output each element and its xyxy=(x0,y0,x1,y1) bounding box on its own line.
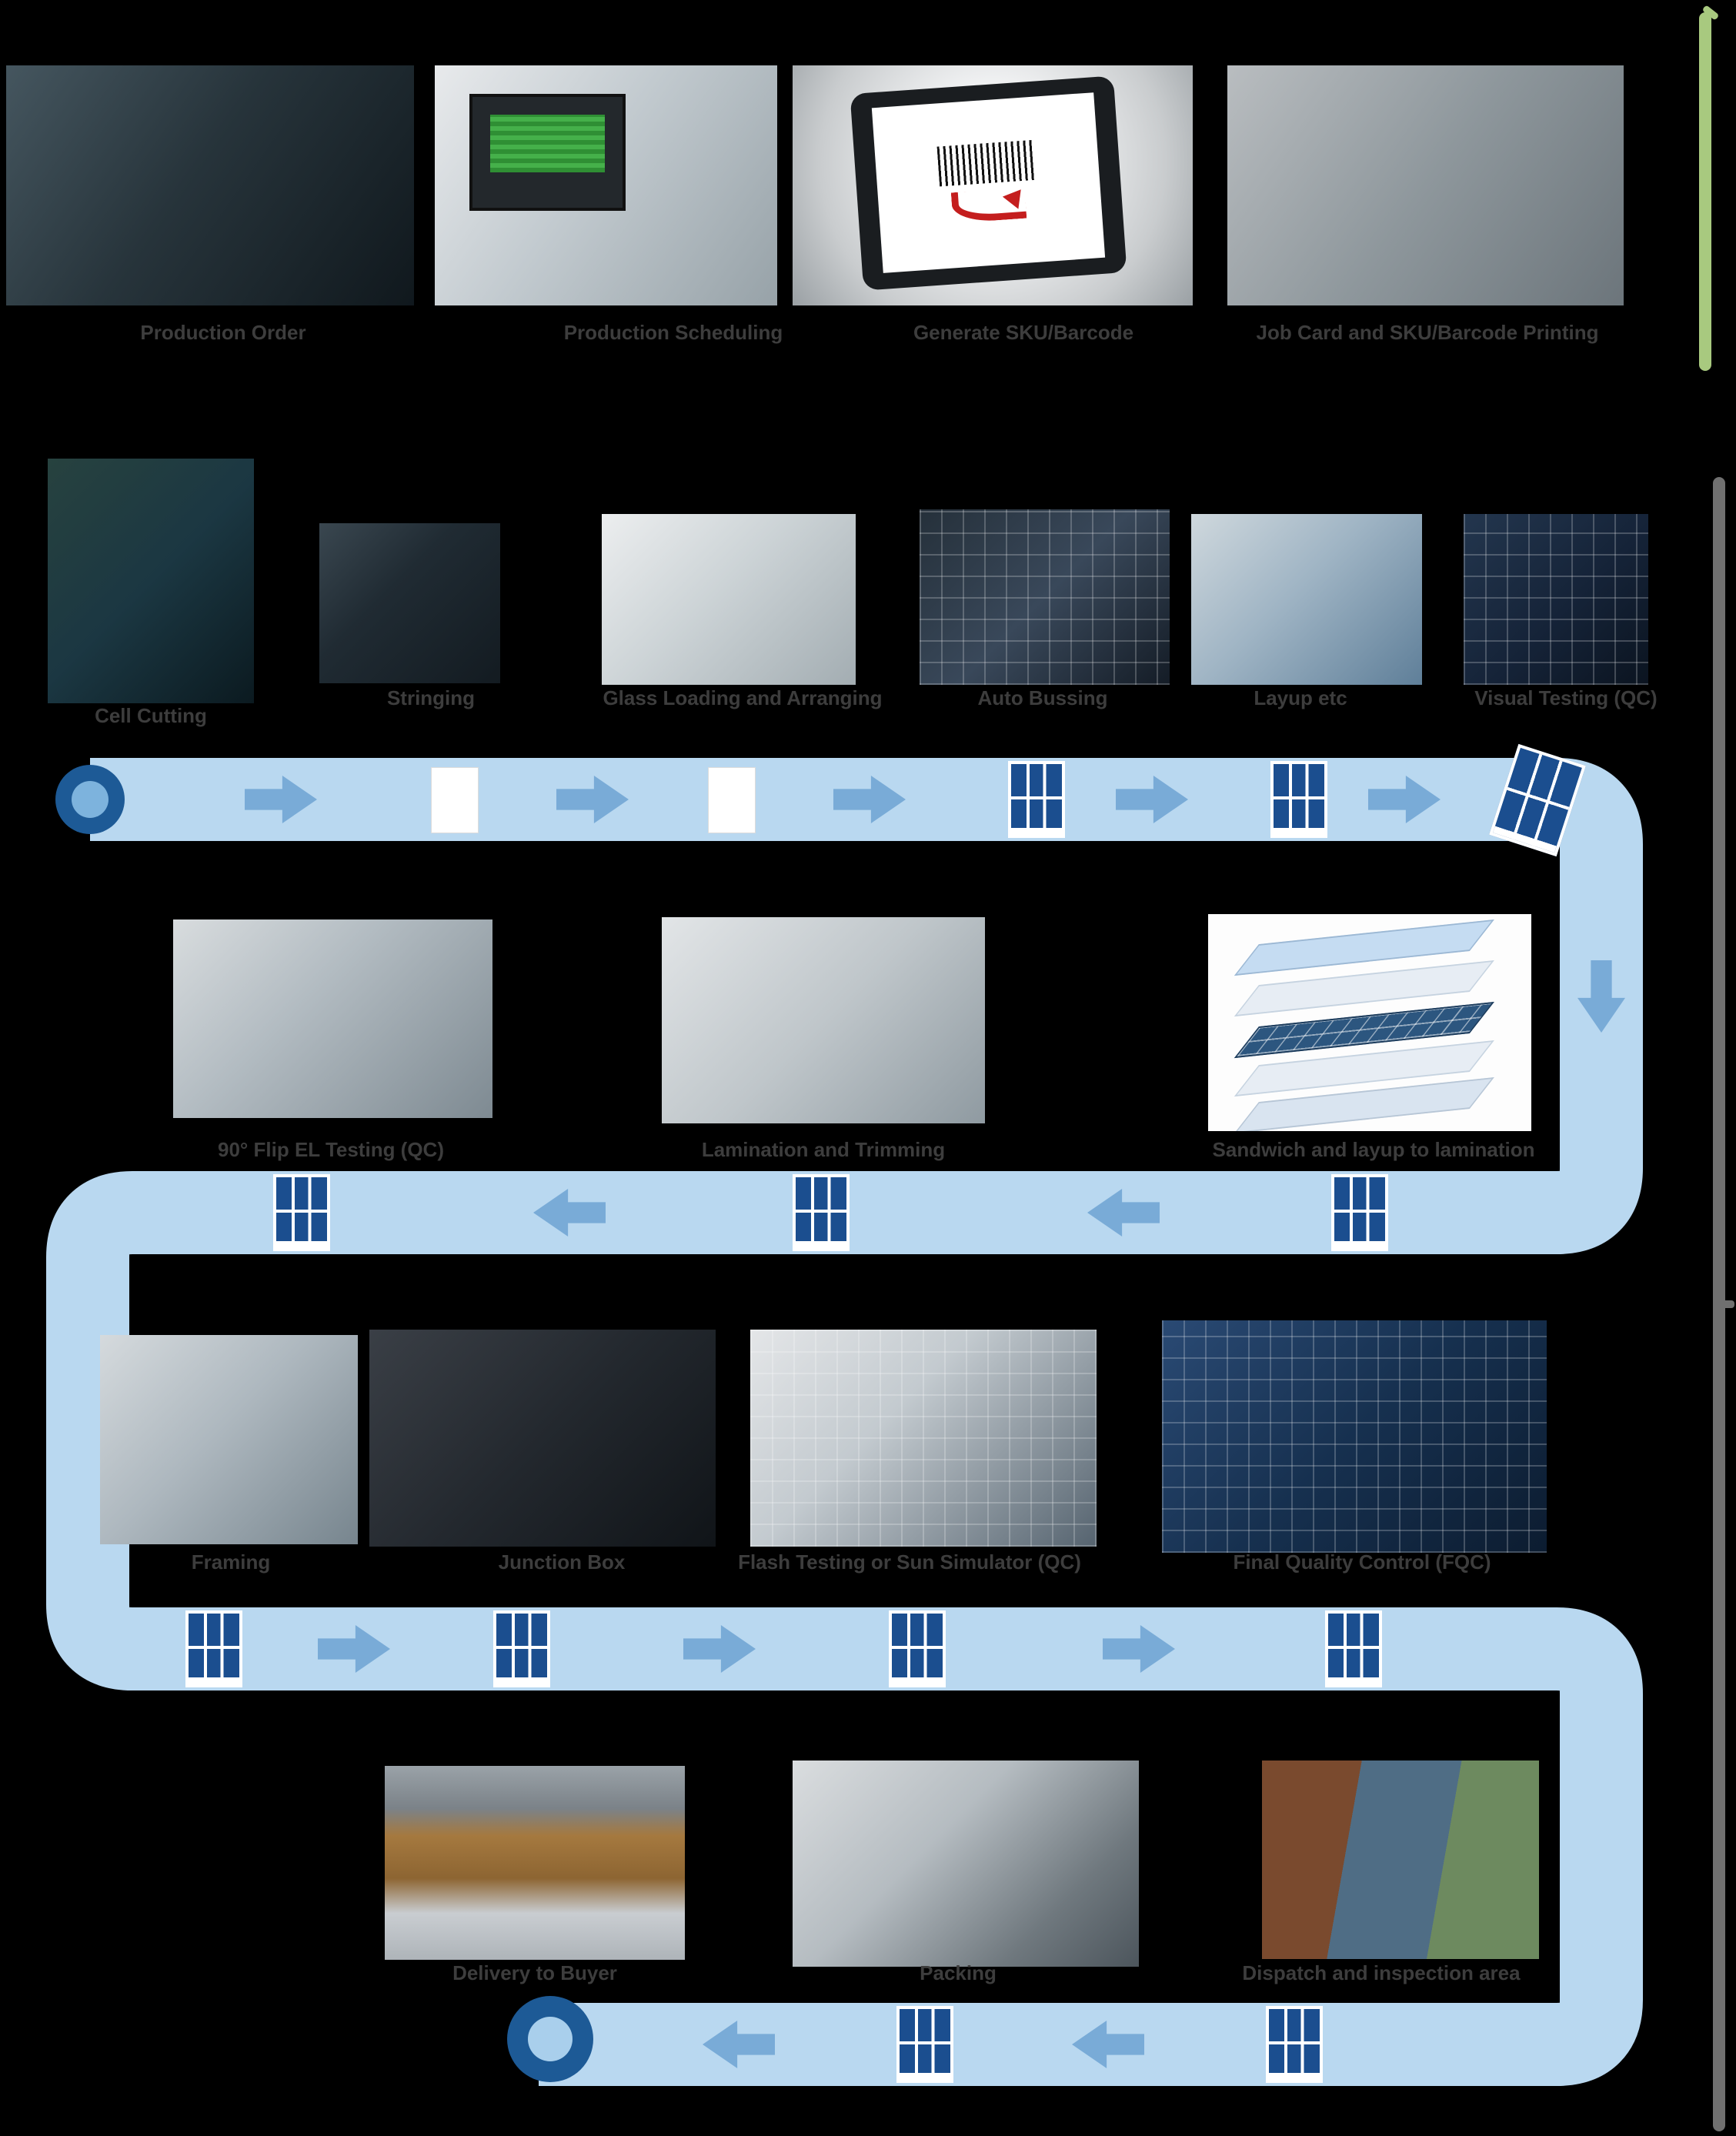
production-line-group-bracket xyxy=(1713,477,1734,2131)
solar-panel-icon xyxy=(493,1610,550,1687)
solar-panel-icon xyxy=(896,2006,953,2083)
tablet-icon xyxy=(850,75,1127,291)
schedule-chart-icon xyxy=(489,115,605,173)
photo-framing xyxy=(100,1335,358,1544)
step-label: Flash Testing or Sun Simulator (QC) xyxy=(738,1550,1081,1574)
solar-panel-icon xyxy=(1266,2006,1323,2083)
step-label: Production Scheduling xyxy=(563,321,783,344)
tablet-screen xyxy=(872,92,1106,274)
solar-panel-icon xyxy=(1270,761,1327,838)
photo-production-scheduling xyxy=(435,65,777,305)
step-label: Production Order xyxy=(140,321,306,344)
sheet-icon xyxy=(708,767,756,833)
photo-packing xyxy=(793,1761,1139,1967)
step-label: Sandwich and layup to lamination xyxy=(1212,1138,1535,1161)
photo-lamination-trimming xyxy=(662,917,985,1123)
photo-job-card-printing xyxy=(1227,65,1624,305)
photo-layup xyxy=(1191,514,1422,685)
red-arrow-icon xyxy=(927,187,1032,240)
step-label: Lamination and Trimming xyxy=(701,1138,946,1161)
photo-stringing xyxy=(319,523,500,683)
photo-glass-loading xyxy=(602,514,856,685)
pre-production-group-bracket xyxy=(1699,12,1711,371)
photo-delivery-warehouse xyxy=(385,1766,685,1960)
step-label: Auto Bussing xyxy=(977,686,1108,709)
solar-panel-icon xyxy=(1325,1610,1382,1687)
photo-visual-testing xyxy=(1464,514,1648,685)
solar-panel-icon xyxy=(185,1610,242,1687)
photo-generate-barcode xyxy=(793,65,1193,305)
photo-sandwich-layers xyxy=(1208,914,1531,1131)
step-label: Glass Loading and Arranging xyxy=(603,686,883,709)
photo-auto-bussing xyxy=(920,509,1170,685)
step-label: Final Quality Control (FQC) xyxy=(1233,1550,1491,1574)
photo-production-order xyxy=(6,65,414,305)
photo-cell-cutting xyxy=(48,459,254,703)
step-label: Delivery to Buyer xyxy=(452,1961,617,1984)
solar-panel-icon xyxy=(793,1174,850,1251)
solar-panel-icon xyxy=(1008,761,1065,838)
sheet-icon xyxy=(431,767,479,833)
step-label: Visual Testing (QC) xyxy=(1474,686,1658,709)
photo-junction-box xyxy=(369,1330,716,1547)
end-circle-icon xyxy=(507,1996,593,2082)
step-label: Cell Cutting xyxy=(95,704,207,727)
monitor-icon xyxy=(469,94,626,211)
step-label: 90° Flip EL Testing (QC) xyxy=(217,1138,444,1161)
photo-flip-el-testing xyxy=(173,919,492,1118)
step-label: Generate SKU/Barcode xyxy=(913,321,1134,344)
step-label: Packing xyxy=(920,1961,997,1984)
photo-dispatch-inspection xyxy=(1262,1761,1539,1959)
photo-flash-testing xyxy=(750,1330,1097,1547)
solar-panel-icon xyxy=(889,1610,946,1687)
solar-panel-icon xyxy=(1331,1174,1388,1251)
step-label: Framing xyxy=(191,1550,271,1574)
step-label: Stringing xyxy=(386,686,476,709)
step-label: Dispatch and inspection area xyxy=(1242,1961,1521,1984)
start-circle-icon xyxy=(55,765,125,834)
step-label: Junction Box xyxy=(498,1550,626,1574)
photo-final-quality-control xyxy=(1162,1320,1547,1553)
solar-panel-icon xyxy=(273,1174,330,1251)
step-label: Job Card and SKU/Barcode Printing xyxy=(1256,321,1599,344)
step-label: Layup etc xyxy=(1254,686,1347,709)
